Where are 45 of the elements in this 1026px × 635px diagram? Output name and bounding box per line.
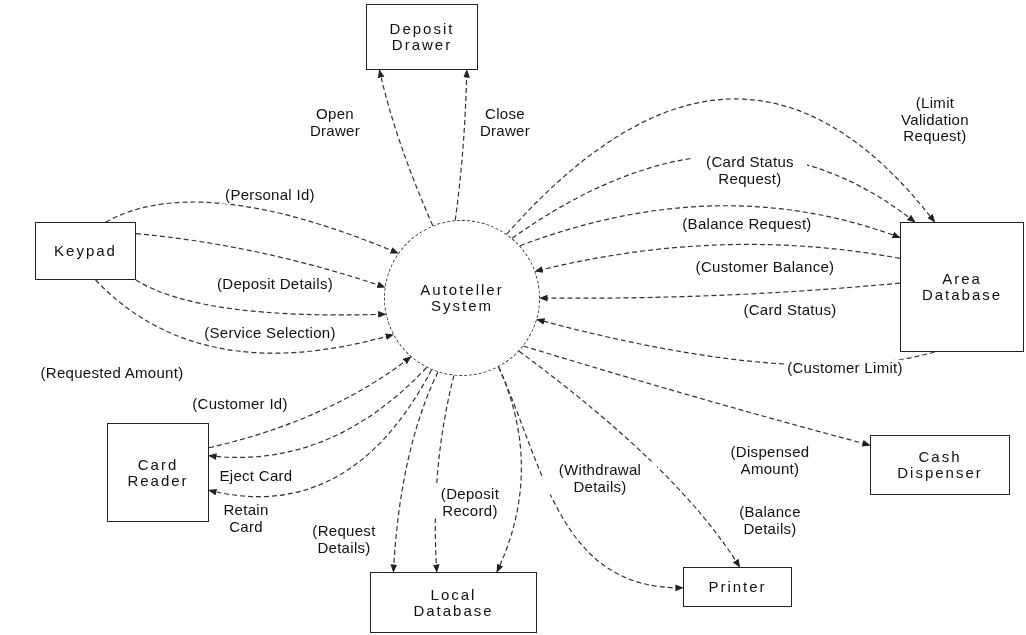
node-label: Autoteller System <box>419 282 505 314</box>
edge-label: Eject Card <box>217 467 295 485</box>
edge-label: (Balance Request) <box>680 215 814 233</box>
edge-label: (Deposit Details) <box>215 275 335 293</box>
node-label: Deposit Drawer <box>388 21 456 53</box>
edge-label: (Customer Limit) <box>785 359 905 377</box>
node-label: Printer <box>708 579 767 595</box>
edge-label: (Customer Id) <box>190 395 290 413</box>
edge-label: (Card Status Request) <box>693 153 807 187</box>
flow-arrow <box>506 98 936 235</box>
edge-label: (Personal Id) <box>223 186 317 204</box>
flow-arrow <box>539 282 901 302</box>
flow-arrow <box>208 366 428 460</box>
node-label: Keypad <box>54 243 117 259</box>
flow-arrow <box>534 243 901 273</box>
flow-arrow <box>519 205 901 247</box>
edge-label: (Requested Amount) <box>38 364 186 382</box>
entity-box <box>35 222 136 280</box>
flow-arrow <box>377 69 434 227</box>
flow-arrow <box>135 233 386 288</box>
node-label: Area Database <box>920 271 1004 303</box>
flow-arrow <box>105 201 399 254</box>
entity-box <box>370 572 537 633</box>
entity-box <box>683 567 792 607</box>
flow-arrow <box>390 371 439 573</box>
flow-arrow <box>518 350 741 568</box>
flow-arrow <box>95 279 394 354</box>
entity-box <box>366 4 478 70</box>
edge-label: (Service Selection) <box>202 324 338 342</box>
flow-arrow <box>433 374 455 573</box>
flow-arrow <box>135 279 387 318</box>
entity-box <box>900 222 1024 352</box>
edge-label: (Customer Balance) <box>693 258 837 276</box>
flow-arrow <box>208 356 412 449</box>
entity-box <box>870 435 1010 495</box>
flow-arrow <box>522 345 871 447</box>
edge-label: (Withdrawal Details) <box>543 461 657 495</box>
entity-box <box>107 423 209 522</box>
flow-arrow <box>208 369 433 498</box>
edge-label: (Card Status) <box>741 301 839 319</box>
flow-arrow <box>454 69 470 221</box>
flow-arrow <box>498 366 684 591</box>
node-label: Card Reader <box>126 456 190 489</box>
node-label: Cash Dispenser <box>896 449 984 481</box>
node-label: Local Database <box>412 586 495 619</box>
